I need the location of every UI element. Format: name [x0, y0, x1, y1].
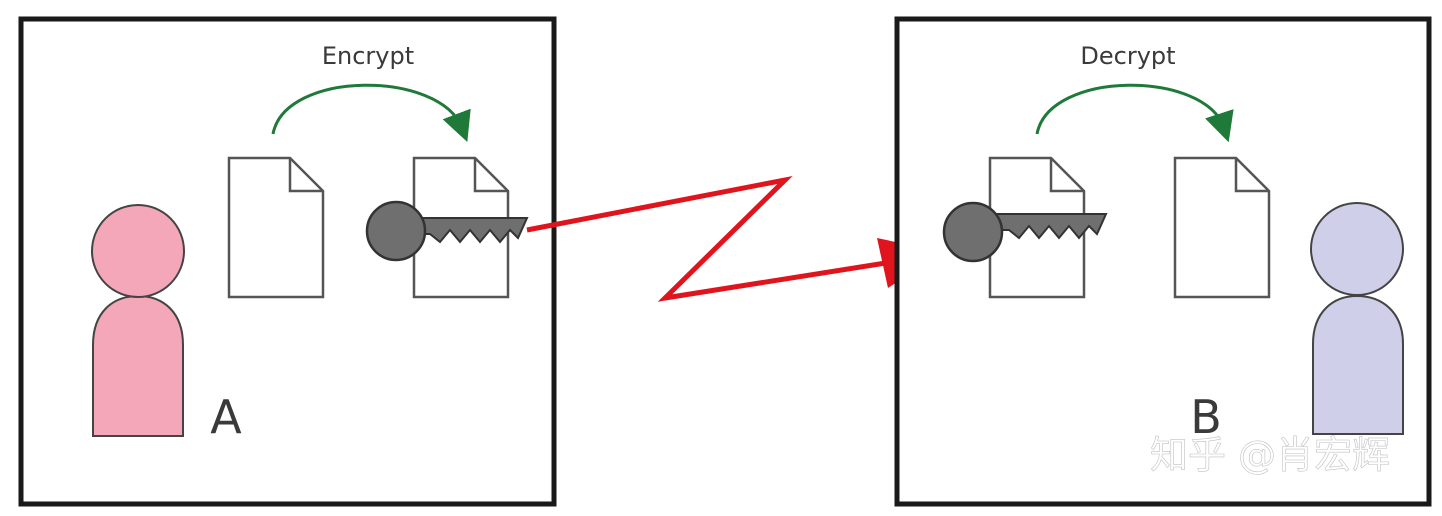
decrypt-arrow — [1035, 83, 1234, 143]
decrypt-label: Decrypt — [1080, 42, 1175, 70]
plaintext-document-icon — [1173, 156, 1271, 299]
sender-panel: Encrypt A — [18, 16, 557, 507]
encrypt-label: Encrypt — [322, 42, 414, 70]
receiver-panel: Decrypt B 知乎 @肖宏辉 — [894, 16, 1432, 507]
sender-person-icon — [91, 204, 185, 437]
plaintext-document-icon — [227, 156, 325, 299]
watermark-text: 知乎 @肖宏辉 — [1150, 433, 1390, 477]
receiver-label: B — [1190, 390, 1222, 444]
encrypt-arrow — [271, 83, 471, 143]
receiver-person-icon — [1310, 202, 1404, 435]
encryption-key-icon — [365, 200, 529, 262]
transmission-arrow — [526, 175, 942, 302]
decryption-key-icon — [942, 201, 1108, 263]
sender-label: A — [210, 390, 242, 444]
